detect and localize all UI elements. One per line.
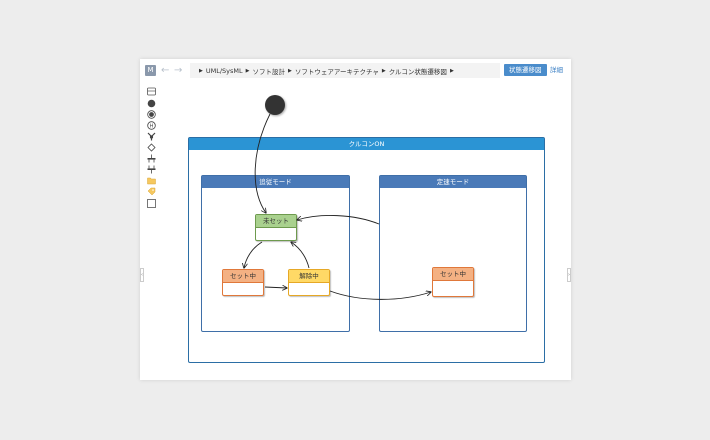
- state-unset[interactable]: 未セット: [255, 214, 297, 241]
- transition-constant-to-unset[interactable]: [297, 215, 380, 225]
- history-state-icon[interactable]: H: [147, 121, 156, 130]
- app-logo: M: [145, 65, 156, 76]
- transition-releasing-to-constant-setting[interactable]: [329, 291, 431, 300]
- note-icon[interactable]: [147, 187, 156, 196]
- state-label: 解除中: [289, 270, 329, 283]
- chevron-right-icon: ▶: [287, 67, 292, 74]
- state-setting-constant[interactable]: セット中: [432, 267, 474, 297]
- chevron-right-icon: ▶: [381, 67, 386, 74]
- chevron-right-icon: ▶: [199, 67, 203, 74]
- initial-state-node[interactable]: [265, 95, 285, 115]
- region-following-mode[interactable]: 追従モード: [201, 175, 350, 332]
- state-setting-following[interactable]: セット中: [222, 269, 264, 296]
- state-label: 未セット: [256, 215, 296, 228]
- breadcrumb: ▶ UML/SysML ▶ ソフト設計 ▶ ソフトウェアアーキテクチャ ▶ クル…: [190, 63, 500, 78]
- breadcrumb-item-diagram[interactable]: クルコン状態遷移図: [388, 67, 447, 76]
- state-diagram-button[interactable]: 状態遷移図: [504, 64, 547, 76]
- join-bar-icon[interactable]: [147, 165, 156, 174]
- breadcrumb-item-architecture[interactable]: ソフトウェアアーキテクチャ: [294, 67, 379, 76]
- breadcrumb-item-uml[interactable]: UML/SysML: [205, 66, 243, 75]
- right-panel-toggle[interactable]: ›: [567, 268, 571, 282]
- state-box-icon[interactable]: [147, 87, 156, 96]
- fork-bar-icon[interactable]: [147, 154, 156, 163]
- composite-state-title: クルコンON: [189, 138, 544, 150]
- junction-icon[interactable]: [147, 132, 156, 141]
- initial-state-icon[interactable]: [147, 99, 156, 108]
- breadcrumb-item-soft-design[interactable]: ソフト設計: [252, 67, 285, 76]
- chevron-right-icon: ▶: [449, 67, 454, 74]
- frame-icon[interactable]: [147, 199, 156, 208]
- state-label: セット中: [223, 270, 263, 283]
- transition-initial-to-unset[interactable]: [254, 113, 271, 213]
- final-state-icon[interactable]: [147, 110, 156, 119]
- transition-unset-to-setting[interactable]: [244, 241, 263, 268]
- transition-releasing-to-unset[interactable]: [291, 242, 310, 269]
- state-label: セット中: [433, 268, 473, 281]
- region-title: 定速モード: [380, 176, 526, 188]
- chevron-right-icon: ▶: [245, 67, 250, 74]
- transition-setting-to-releasing[interactable]: [264, 287, 287, 288]
- region-title: 追従モード: [202, 176, 349, 188]
- folder-icon[interactable]: [147, 176, 156, 185]
- state-releasing[interactable]: 解除中: [288, 269, 330, 296]
- detail-link[interactable]: 詳細: [550, 66, 563, 74]
- region-constant-mode[interactable]: 定速モード: [379, 175, 527, 332]
- arrow-right-icon[interactable]: →: [174, 65, 183, 76]
- arrow-left-icon[interactable]: ←: [161, 65, 170, 76]
- choice-icon[interactable]: [147, 143, 156, 152]
- svg-text:H: H: [150, 123, 154, 129]
- left-panel-toggle[interactable]: ‹: [140, 268, 144, 282]
